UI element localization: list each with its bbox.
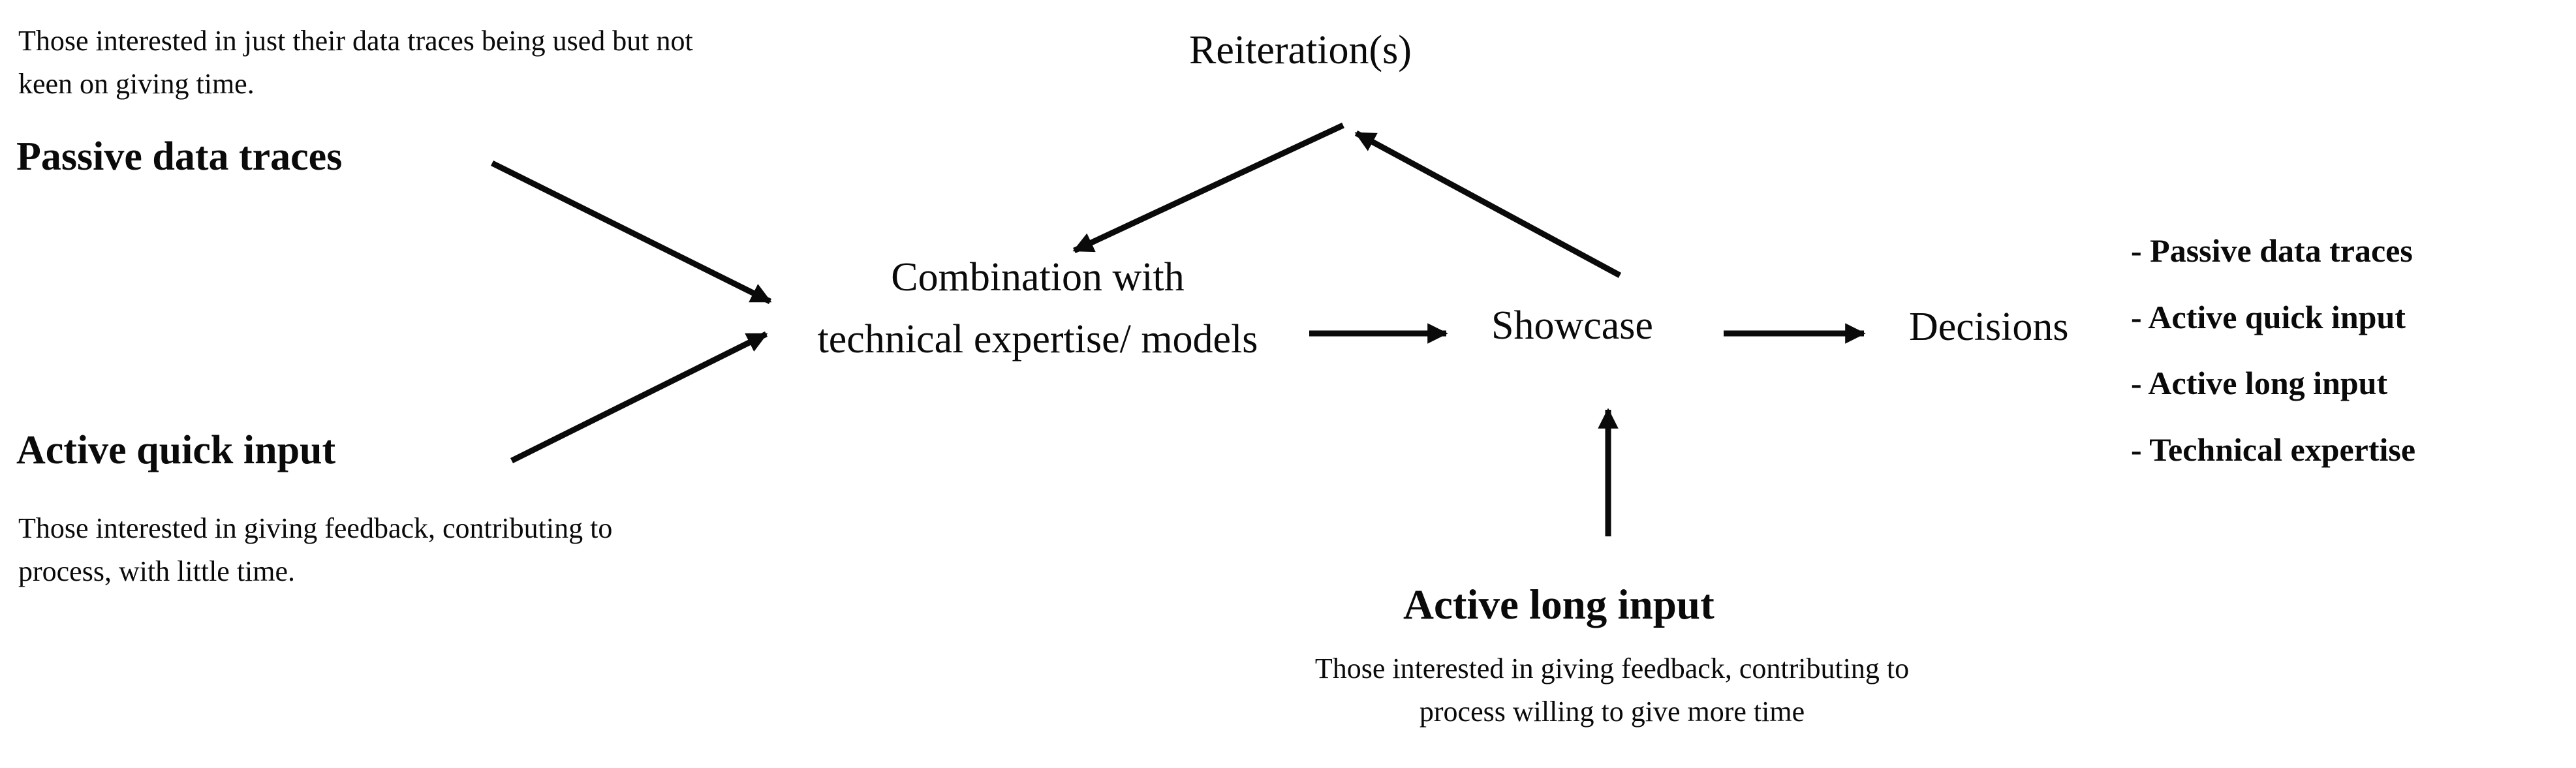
outputs-list: - Passive data traces - Active quick inp…: [2131, 232, 2575, 497]
active-quick-note: Those interested in giving feedback, con…: [18, 512, 613, 587]
arrow-reiteration-to-combination: [1072, 122, 1344, 254]
list-item: - Active long input: [2131, 365, 2388, 401]
node-active-quick-input: Active quick input: [16, 428, 336, 472]
arrow-active-quick-to-combination: [510, 331, 768, 464]
node-reiteration: Reiteration(s): [1189, 28, 1412, 72]
list-item: - Active quick input: [2131, 298, 2406, 335]
arrow-showcase-to-reiteration: [1354, 131, 1622, 278]
node-combination: Combination with technical expertise/ mo…: [817, 255, 1258, 361]
list-item: - Technical expertise: [2131, 431, 2416, 468]
node-decisions: Decisions: [1909, 305, 2069, 349]
list-item: - Passive data traces: [2131, 232, 2413, 269]
node-passive-data-traces: Passive data traces: [16, 134, 343, 179]
node-active-long-input: Active long input: [1403, 581, 1715, 628]
active-long-note: Those interested in giving feedback, con…: [1314, 653, 1910, 728]
node-showcase: Showcase: [1491, 303, 1653, 348]
arrow-passive-to-combination: [490, 160, 772, 305]
passive-note: Those interested in just their data trac…: [18, 25, 693, 100]
